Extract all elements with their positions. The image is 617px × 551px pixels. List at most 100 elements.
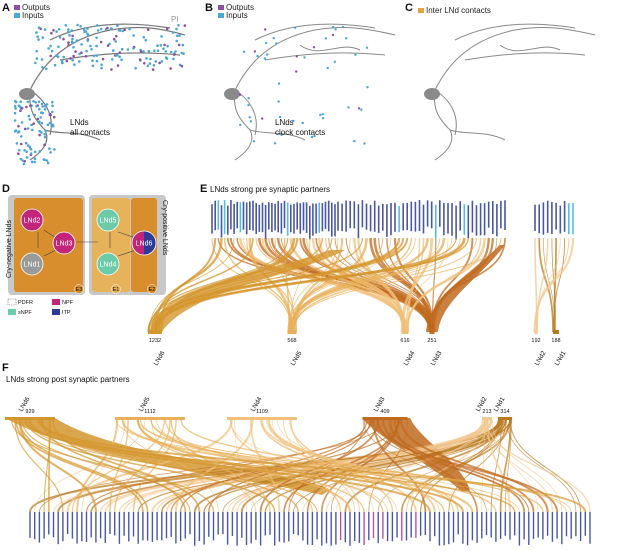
contact-dot — [71, 34, 74, 38]
contact-dot — [47, 47, 50, 50]
panel-a-letter: A — [2, 2, 10, 14]
panel-a: A Outputs Inputs PI LNds all contacts — [2, 2, 187, 166]
post-partner-label — [325, 512, 328, 544]
partner-label — [492, 201, 494, 235]
contact-dot — [36, 117, 40, 121]
contact-dot — [48, 112, 52, 116]
contact-dot — [347, 106, 350, 109]
connection-arrows — [37, 229, 137, 257]
badge-e1 — [111, 284, 121, 294]
contact-dot — [95, 54, 99, 57]
contact-dot — [76, 23, 79, 27]
contact-dot — [253, 50, 257, 53]
contact-dot — [248, 116, 251, 119]
contact-dot — [45, 159, 49, 162]
contact-dot — [40, 131, 43, 134]
contact-dots-b — [238, 25, 369, 145]
post-partner-label — [62, 512, 64, 542]
contact-dot — [151, 68, 155, 71]
post-partner-label — [278, 512, 281, 542]
caption-b-line1: LNds — [275, 118, 294, 127]
count-lnd4: 616 — [400, 338, 409, 344]
post-ribbon — [370, 419, 530, 513]
contact-dot — [26, 144, 30, 147]
contact-dot — [160, 60, 164, 63]
legend-inter-lnd-swatch — [418, 8, 424, 13]
contact-dot — [67, 28, 70, 31]
panel-f: F LNds strong post synaptic partners LNd… — [2, 362, 591, 546]
post-partner-label — [457, 512, 459, 535]
partner-label — [261, 202, 264, 233]
contact-dot — [295, 55, 298, 58]
contact-dot — [70, 29, 74, 32]
contact-dot — [55, 30, 58, 33]
partner-label — [236, 201, 238, 229]
contact-dot — [242, 50, 246, 53]
partner-label — [475, 205, 478, 236]
contact-dot — [39, 116, 42, 119]
post-partner-label — [448, 512, 450, 545]
contact-dot — [263, 57, 267, 60]
contact-dot — [86, 39, 90, 42]
contact-dot — [92, 54, 96, 58]
contact-dot — [249, 120, 253, 123]
contact-dot — [165, 27, 169, 31]
caption-a-line1: LNds — [70, 118, 89, 127]
panel-f-title: LNds strong post synaptic partners — [6, 375, 130, 384]
contact-dot — [95, 36, 98, 40]
post-ribbon — [26, 419, 276, 513]
partner-label — [534, 204, 536, 232]
partner-ribbon — [405, 237, 486, 333]
caption-b-line2: clock contacts — [275, 128, 325, 137]
post-partner-label — [575, 512, 577, 537]
partner-label — [245, 202, 248, 235]
contact-dot — [46, 161, 50, 165]
contact-dot — [146, 28, 150, 32]
contact-dot — [90, 48, 93, 51]
post-partner-label — [514, 512, 516, 536]
contact-dot — [91, 59, 94, 62]
post-ribbon — [109, 419, 129, 513]
count-lnd1: 188 — [551, 338, 560, 344]
contact-dot — [33, 157, 37, 161]
partner-label — [217, 200, 220, 230]
post-partner-label — [405, 512, 408, 541]
neuron-morphology-c — [433, 23, 596, 161]
contact-dot — [57, 28, 61, 31]
label-lnd4: LNd4 — [403, 350, 417, 367]
contact-dot — [177, 43, 181, 47]
post-partner-label — [509, 512, 511, 540]
contact-dot — [116, 24, 119, 28]
contact-dot — [67, 44, 70, 47]
legend-outputs-b: Outputs — [226, 3, 254, 12]
lnd6-ribbon — [150, 250, 345, 332]
contact-dot — [273, 142, 277, 145]
contact-dot — [321, 113, 324, 116]
contact-dot — [33, 160, 36, 164]
post-partner-label — [495, 512, 497, 542]
post-partner-label — [471, 512, 474, 541]
contact-dot — [132, 34, 135, 37]
partner-label — [353, 201, 356, 229]
post-partner-label — [561, 512, 563, 545]
partner-label — [345, 200, 347, 232]
contact-dot — [25, 156, 29, 159]
contact-dot — [72, 54, 75, 58]
partner-label — [559, 205, 562, 234]
post-partner-label — [288, 512, 290, 542]
partner-label — [402, 203, 404, 231]
contact-dot — [79, 25, 82, 28]
partner-label — [483, 203, 486, 236]
contact-dot — [126, 48, 130, 51]
partner-label — [439, 200, 441, 227]
target-lnd1 — [553, 330, 559, 334]
post-partner-label — [104, 512, 106, 543]
contact-dot — [181, 43, 185, 47]
post-partner-label — [556, 512, 558, 539]
panel-c: C Inter LNd contacts — [405, 2, 596, 161]
contact-dot — [29, 104, 32, 107]
post-partner-label — [85, 512, 88, 543]
contact-dot — [239, 123, 242, 127]
post-partner-label — [396, 512, 398, 538]
contact-dot — [23, 127, 27, 131]
